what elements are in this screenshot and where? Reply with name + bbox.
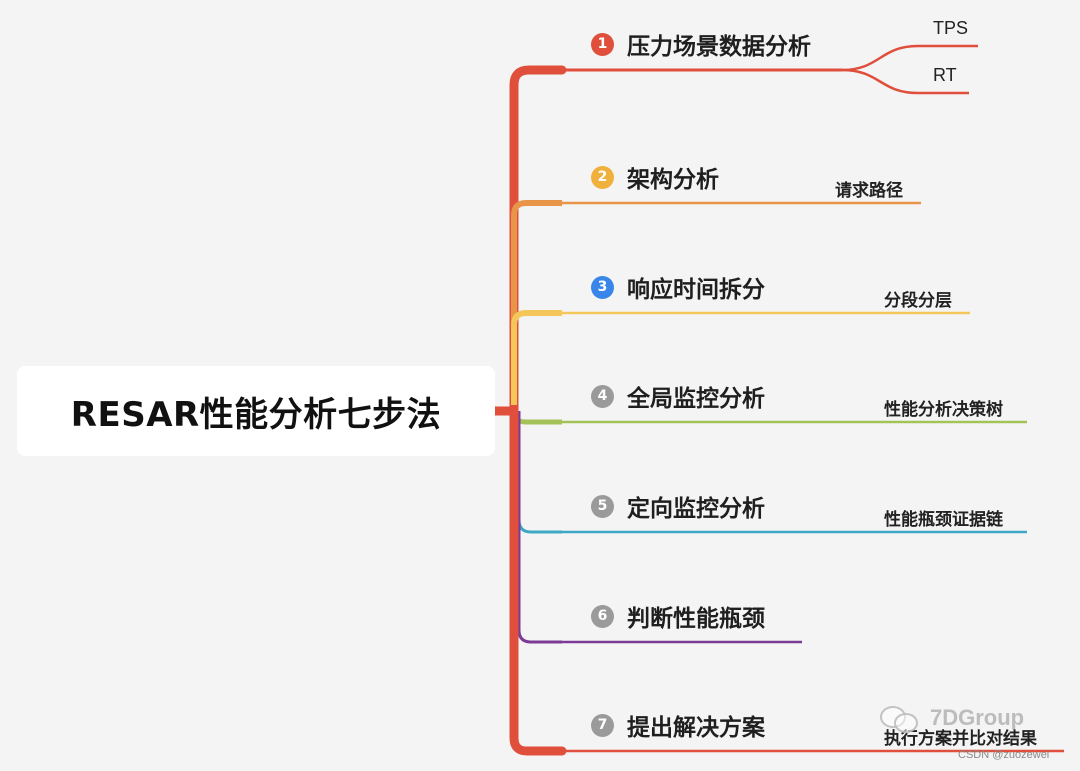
spine-segment-2 <box>511 200 562 330</box>
spine-segment-4 <box>511 411 562 425</box>
step-4-node: 4 全局监控分析 <box>591 379 765 413</box>
step-1-label: 压力场景数据分析 <box>627 34 811 60</box>
step-2-label: 架构分析 <box>627 167 719 193</box>
step-1-branch-rt <box>841 68 969 95</box>
step-5-label: 定向监控分析 <box>627 496 765 522</box>
step-4-number-badge: 4 <box>591 384 614 408</box>
step-2-number-badge: 2 <box>591 165 614 189</box>
spine-segment-5 <box>517 411 562 534</box>
step-2-node: 2 架构分析 <box>591 160 719 194</box>
watermark: 7DGroup <box>880 704 1025 733</box>
step-1-number-badge: 1 <box>591 32 614 56</box>
step-3-number-badge: 3 <box>591 275 614 299</box>
spine-segment-7 <box>509 406 567 756</box>
footer-credit: CSDN @zuozewei <box>958 749 1050 761</box>
step-2-sub-request-path: 请求路径 <box>835 181 903 201</box>
step-4-label: 全局监控分析 <box>627 386 765 412</box>
step-6-label: 判断性能瓶颈 <box>627 606 765 632</box>
step-7-number-badge: 7 <box>591 713 614 737</box>
step-7-sub-execute-compare: 执行方案并比对结果 <box>884 729 1037 749</box>
watermark-brand: 7DGroup <box>930 705 1025 730</box>
step-5-number-badge: 5 <box>591 494 614 518</box>
step-4-sub-decision-tree: 性能分析决策树 <box>884 400 1003 420</box>
step-1-sub-rt: RT <box>933 65 957 85</box>
spine-segment-3 <box>511 310 562 405</box>
step-6-number-badge: 6 <box>591 604 614 628</box>
step-3-node: 3 响应时间拆分 <box>591 270 765 304</box>
step-1-node: 1 压力场景数据分析 <box>591 27 811 61</box>
step-3-sub-segments: 分段分层 <box>884 291 952 311</box>
step-7-node: 7 提出解决方案 <box>591 708 765 742</box>
step-3-label: 响应时间拆分 <box>627 277 765 303</box>
step-6-node: 6 判断性能瓶颈 <box>591 599 765 633</box>
step-7-label: 提出解决方案 <box>627 715 765 741</box>
spine-segment-1 <box>509 65 567 416</box>
root-node: RESAR性能分析七步法 <box>17 366 495 456</box>
step-1-branch-tps <box>841 44 978 72</box>
wechat-icon <box>880 704 920 733</box>
spine-segment-6 <box>517 411 562 644</box>
step-5-sub-evidence-chain: 性能瓶颈证据链 <box>884 510 1003 530</box>
step-5-node: 5 定向监控分析 <box>591 489 765 523</box>
step-1-sub-tps: TPS <box>933 18 969 38</box>
root-title: RESAR性能分析七步法 <box>70 394 442 435</box>
